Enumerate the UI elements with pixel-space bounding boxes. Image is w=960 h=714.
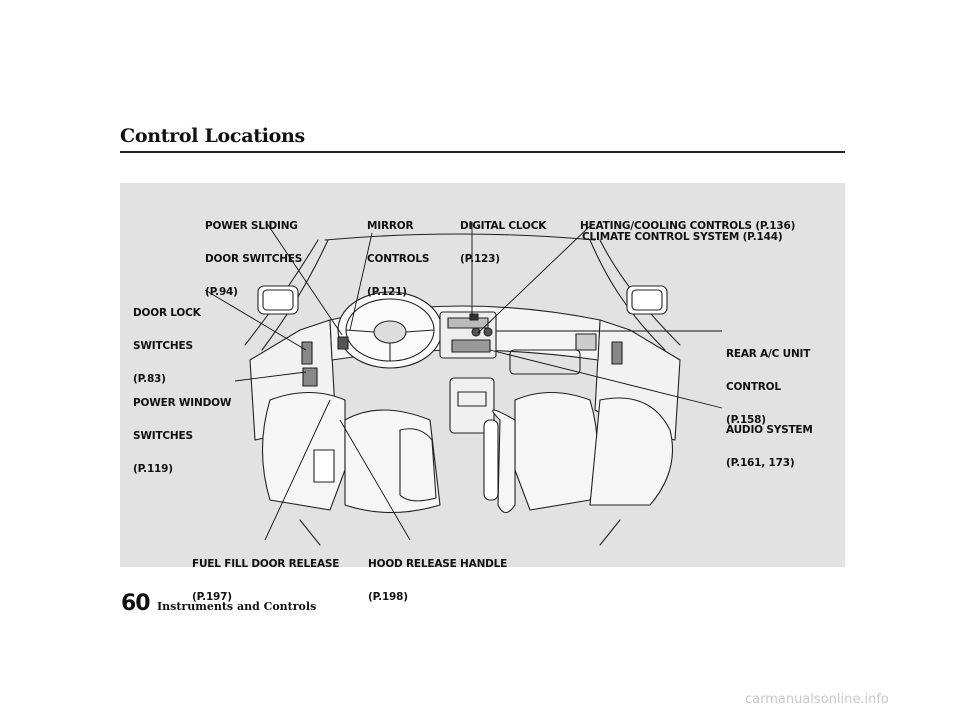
callout-hood-release-handle: HOOD RELEASE HANDLE (P.198) [368, 558, 508, 603]
page-title: Control Locations [120, 125, 305, 147]
callout-mirror-controls: MIRROR CONTROLS (P.121) [367, 220, 430, 298]
section-name: Instruments and Controls [157, 600, 317, 613]
callout-power-window-switches: POWER WINDOW SWITCHES (P.119) [133, 397, 232, 475]
callout-audio-system: AUDIO SYSTEM (P.161, 173) [726, 424, 813, 469]
illustration-panel [120, 183, 845, 567]
page-number: 60 [121, 591, 151, 616]
callout-door-lock-switches: DOOR LOCK SWITCHES (P.83) [133, 307, 201, 385]
callout-digital-clock: DIGITAL CLOCK (P.123) [460, 220, 547, 265]
title-rule [120, 151, 845, 153]
callout-heating-cooling-controls: HEATING/COOLING CONTROLS (P.136) [580, 220, 796, 232]
callout-rear-ac-unit-control: REAR A/C UNIT CONTROL (P.158) [726, 348, 811, 426]
watermark: carmanualsonline.info [745, 692, 889, 707]
callout-climate-control-system: CLIMATE CONTROL SYSTEM (P.144) [582, 231, 783, 243]
callout-power-sliding-door-switches: POWER SLIDING DOOR SWITCHES (P.94) [205, 220, 303, 298]
callout-fuel-fill-door-release: FUEL FILL DOOR RELEASE (P.197) [192, 558, 340, 603]
